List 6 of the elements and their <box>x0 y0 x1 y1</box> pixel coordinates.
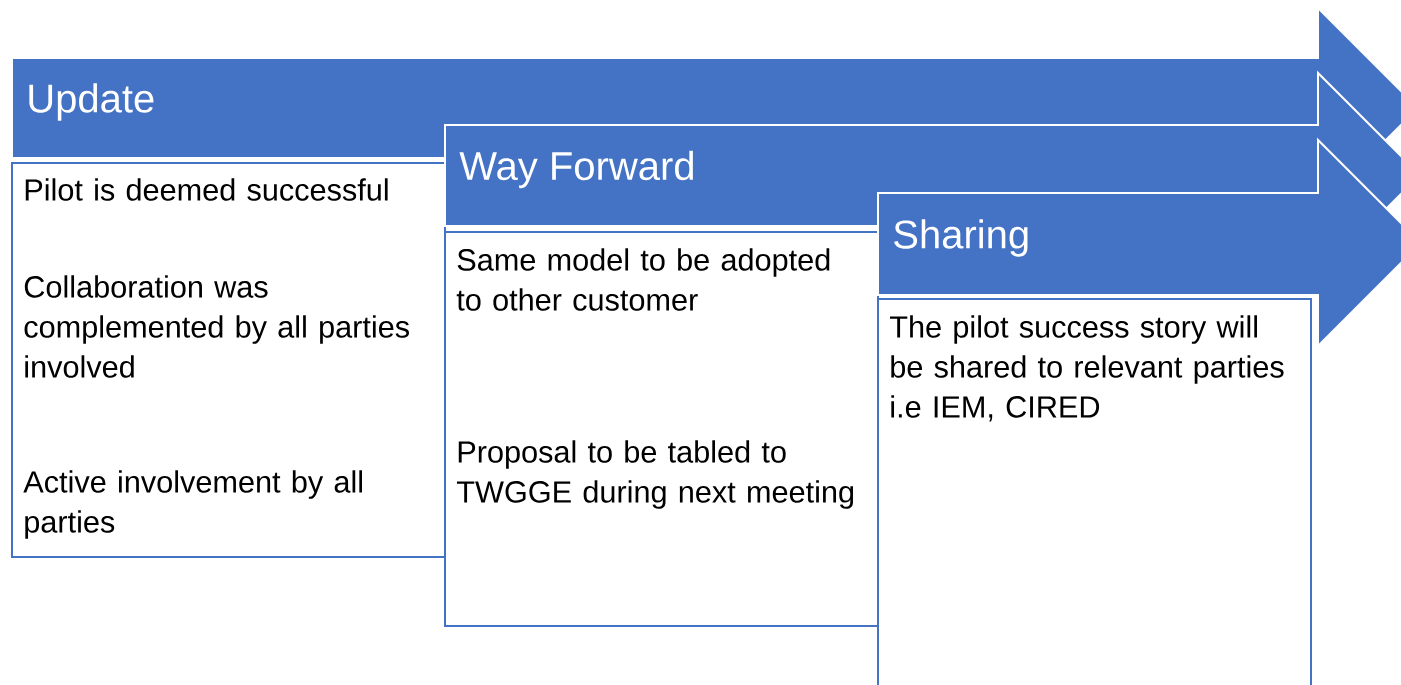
node-label: Sharing <box>894 219 1028 257</box>
node-label: Way Forward <box>459 150 693 189</box>
node-label: Update <box>29 83 154 121</box>
text-box: Pilot is deemed successful Collaboration was complemented by all parties involved Active involvement by all parties <box>11 162 446 558</box>
text-box: The pilot success story will be shared to relevant parties i.e IEM, CIRED <box>877 298 1312 685</box>
text-box: Same model to be adopted to other customer Proposal to be tabled to TWGGE during next meeting <box>444 231 879 627</box>
